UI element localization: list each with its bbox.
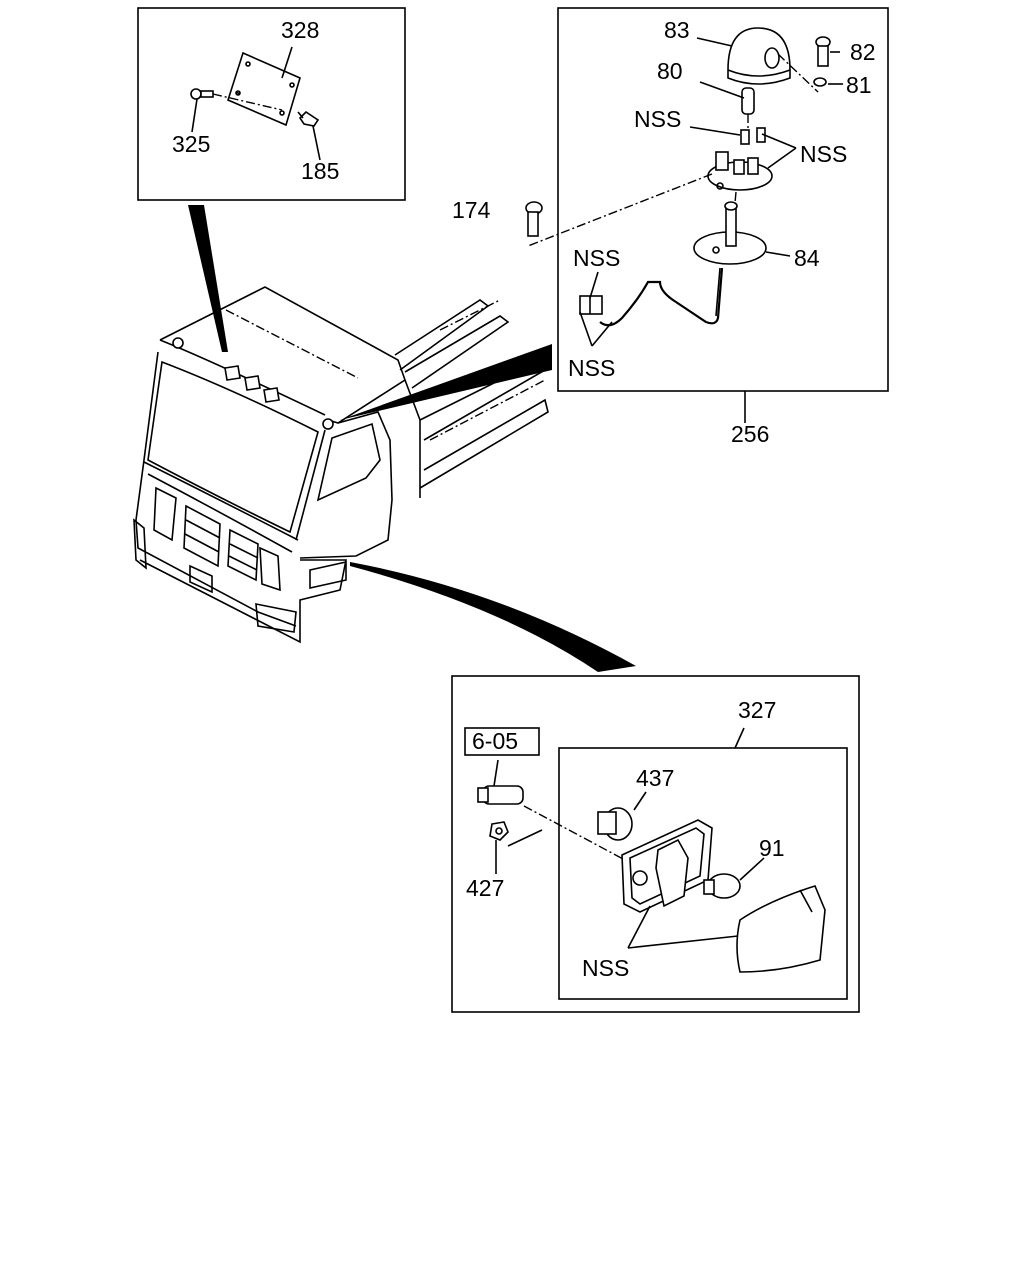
callout-82: 82 (850, 39, 876, 65)
callout-84: 84 (794, 245, 820, 271)
callout-nss-bulb: NSS (634, 106, 681, 132)
callout-91: 91 (759, 835, 785, 861)
truck-cab (133, 286, 549, 644)
callout-327: 327 (738, 697, 776, 723)
callout-256: 256 (731, 421, 769, 447)
callout-nss-connector: NSS (573, 245, 620, 271)
detail-box-marker-lamp (527, 7, 889, 423)
callout-328: 328 (281, 17, 319, 43)
callout-80: 80 (657, 58, 683, 84)
callout-427: 427 (466, 875, 504, 901)
leader-arrow-roof (188, 205, 228, 352)
leader-arrow-lamp (340, 344, 552, 420)
callout-nss-harness: NSS (568, 355, 615, 381)
callout-185: 185 (301, 158, 339, 184)
callout-nss-lamp: NSS (582, 955, 629, 981)
detail-box-side-lamp (451, 675, 860, 1013)
callout-ref-6-05: 6-05 (472, 728, 518, 754)
detail-box-reflector-plate (137, 7, 406, 201)
callout-325: 325 (172, 131, 210, 157)
screw-174 (525, 201, 543, 237)
leader-arrow-side-lamp (350, 562, 636, 672)
callout-174: 174 (452, 197, 491, 223)
callout-83: 83 (664, 17, 690, 43)
callout-81: 81 (846, 72, 872, 98)
callout-437: 437 (636, 765, 674, 791)
callout-nss-socket: NSS (800, 141, 847, 167)
